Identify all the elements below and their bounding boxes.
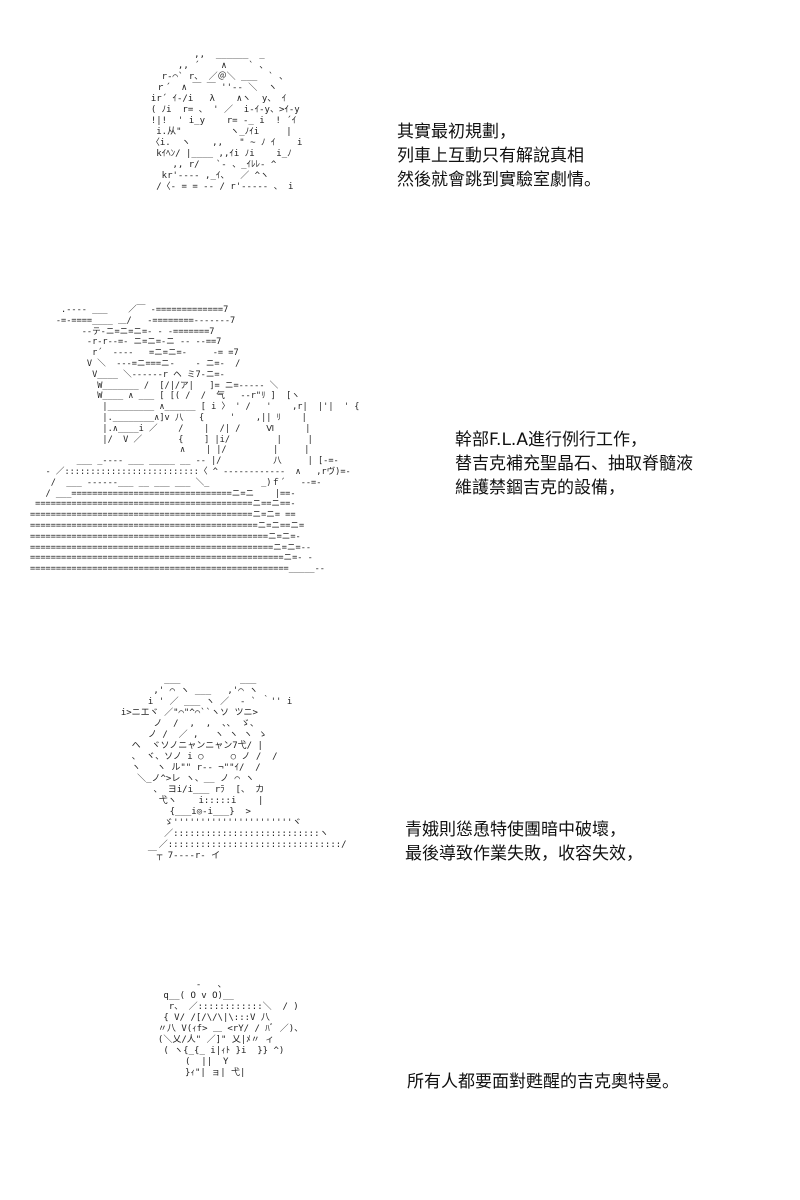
caption-line: 幹部F.L.A進行例行工作， (455, 430, 647, 450)
ascii-art-character-portrait: ,, ______ _ ,, ´ ∧ ` 、 r‐⌒` r、 ／＠＼ ___ `… (150, 50, 303, 192)
story-panel-1: ,, ______ _ ,, ´ ∧ ` 、 r‐⌒` r、 ／＠＼ ___ `… (0, 40, 800, 290)
caption-line: 青娥則慫恿特使團暗中破壞， (405, 820, 626, 840)
caption-block-2: 幹部F.L.A進行例行工作， 替吉克補充聖晶石、抽取脊髓液 維護禁錮吉克的設備， (455, 428, 693, 500)
caption-block-3: 青娥則慫恿特使團暗中破壞， 最後導致作業失敗，收容失效， (405, 818, 643, 866)
caption-block-4: 所有人都要面對甦醒的吉克奧特曼。 (407, 1070, 679, 1094)
caption-line: 所有人都要面對甦醒的吉克奧特曼。 (407, 1072, 679, 1092)
caption-line: 替吉克補充聖晶石、抽取脊髓液 (455, 454, 693, 474)
caption-line: 維護禁錮吉克的設備， (455, 478, 625, 498)
ascii-art-cat-character: ___ ___ ,' ⌒ ヽ ___ ,'⌒ ヽ i ' ／ ___ ヽ ／ ‐… (120, 675, 347, 861)
ascii-art-containment-machine: .‐‐‐- ___ ／￣ -=============7 ‐=-====____… (30, 305, 360, 575)
caption-line: 列車上互動只有解說真相 (397, 146, 584, 166)
story-panel-4: - 、 q__( O v O)__ r、 ／::::::::::::＼ / ) … (0, 975, 800, 1155)
caption-line: 其實最初規劃， (397, 122, 516, 142)
caption-line: 然後就會跳到實驗室劇情。 (397, 170, 601, 190)
story-panel-2: .‐‐‐- ___ ／￣ -=============7 ‐=-====____… (0, 300, 800, 660)
ascii-art-creature: - 、 q__( O v O)__ r、 ／::::::::::::＼ / ) … (157, 980, 304, 1078)
story-panel-3: ___ ___ ,' ⌒ ヽ ___ ,'⌒ ヽ i ' ／ ___ ヽ ／ ‐… (0, 670, 800, 950)
caption-block-1: 其實最初規劃， 列車上互動只有解說真相 然後就會跳到實驗室劇情。 (397, 120, 601, 192)
caption-line: 最後導致作業失敗，收容失效， (405, 844, 643, 864)
